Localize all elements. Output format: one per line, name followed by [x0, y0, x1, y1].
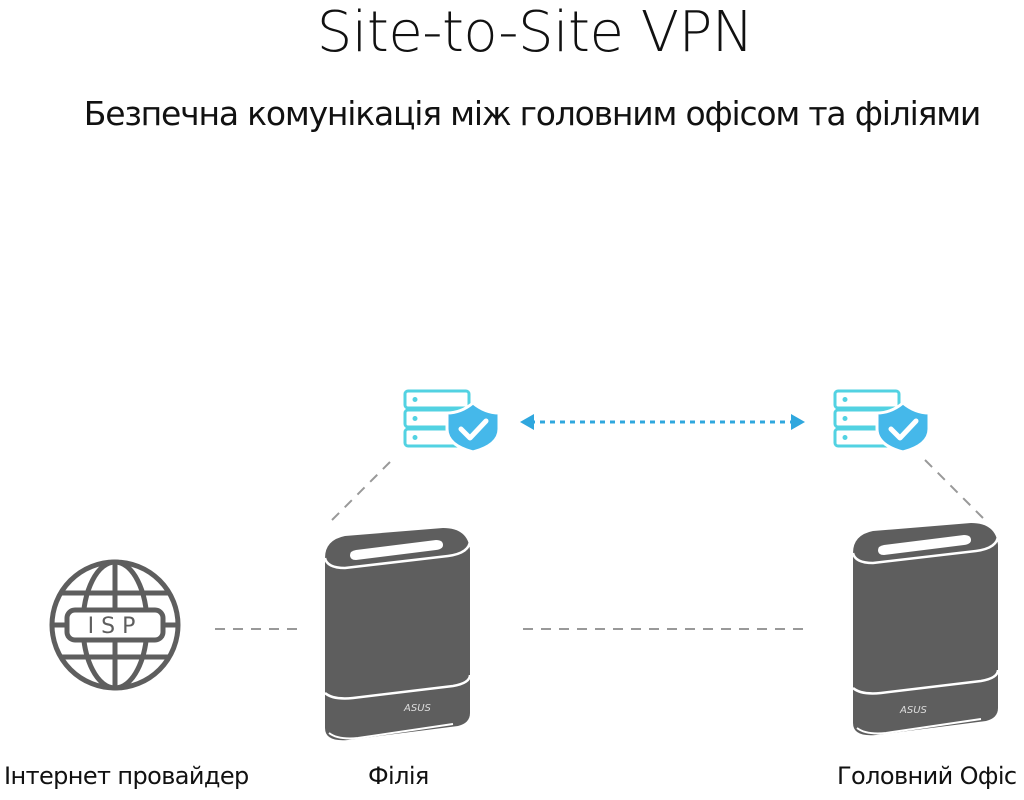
hq-router-brand: ASUS: [899, 705, 928, 716]
headquarters-label: Головний Офіс: [837, 762, 1017, 790]
branch-label: Філія: [368, 762, 429, 790]
page-title: Site-to-Site VPN: [316, 0, 754, 65]
hq-router-icon: [851, 521, 1000, 737]
branch-router-brand: ASUS: [403, 703, 432, 714]
isp-globe-icon: [49, 559, 181, 691]
page-subtitle: Безпечна комунікація між головним офісом…: [83, 94, 982, 133]
hq-vpn-link: [924, 459, 986, 521]
branch-secure-server-icon: [405, 391, 499, 452]
branch-vpn-link: [331, 461, 391, 521]
hq-secure-server-icon: [835, 391, 929, 452]
vpn-tunnel-arrow-icon: [520, 414, 805, 430]
isp-icon-text: ISP: [88, 614, 143, 639]
branch-router-icon: [323, 526, 472, 742]
isp-label: Інтернет провайдер: [4, 762, 249, 790]
